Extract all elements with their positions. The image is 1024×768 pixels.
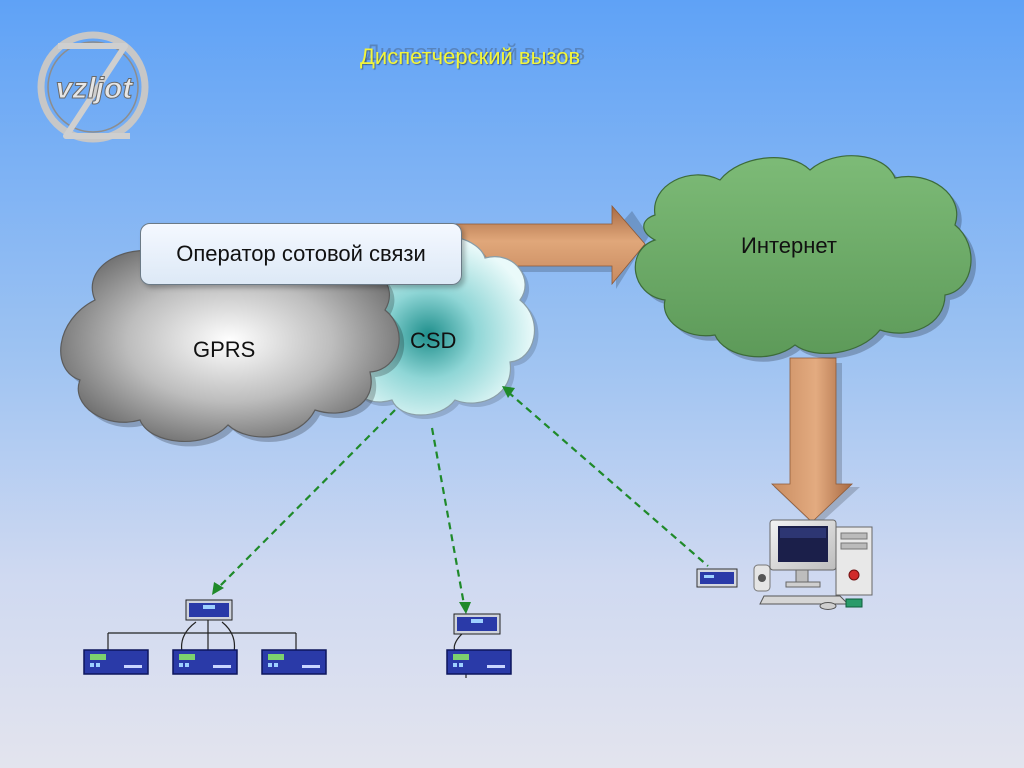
page-title: Диспетчерский вызов	[360, 44, 581, 69]
device-left-2	[172, 649, 238, 675]
link-to-middle-device	[430, 427, 467, 611]
link-to-right-device	[507, 391, 709, 567]
internet-cloud	[634, 155, 977, 362]
link-to-left-cluster	[217, 409, 396, 589]
csd-label: CSD	[410, 328, 457, 353]
operator-label: Оператор сотовой связи	[176, 241, 426, 266]
page-title-shadow: Диспетчерский вызов	[365, 40, 586, 65]
gprs-cloud	[60, 239, 405, 447]
computer-icon	[753, 519, 873, 610]
device-right	[696, 568, 738, 588]
device-left-1	[83, 649, 149, 675]
device-hub	[185, 599, 233, 621]
operator-box: Оператор сотовой связи	[140, 223, 462, 285]
device-middle-modem	[453, 613, 501, 635]
company-logo: vzljot	[37, 31, 149, 143]
link-arrowheads	[212, 386, 515, 614]
gprs-label: GPRS	[193, 337, 256, 362]
internet-label: Интернет	[741, 233, 837, 258]
device-middle	[446, 649, 512, 675]
company-logo-icon	[37, 31, 149, 143]
device-left-3	[261, 649, 327, 675]
logo-text: vzljot	[56, 72, 135, 105]
arrow-to-computer	[770, 357, 860, 527]
dashed-links	[217, 391, 709, 611]
